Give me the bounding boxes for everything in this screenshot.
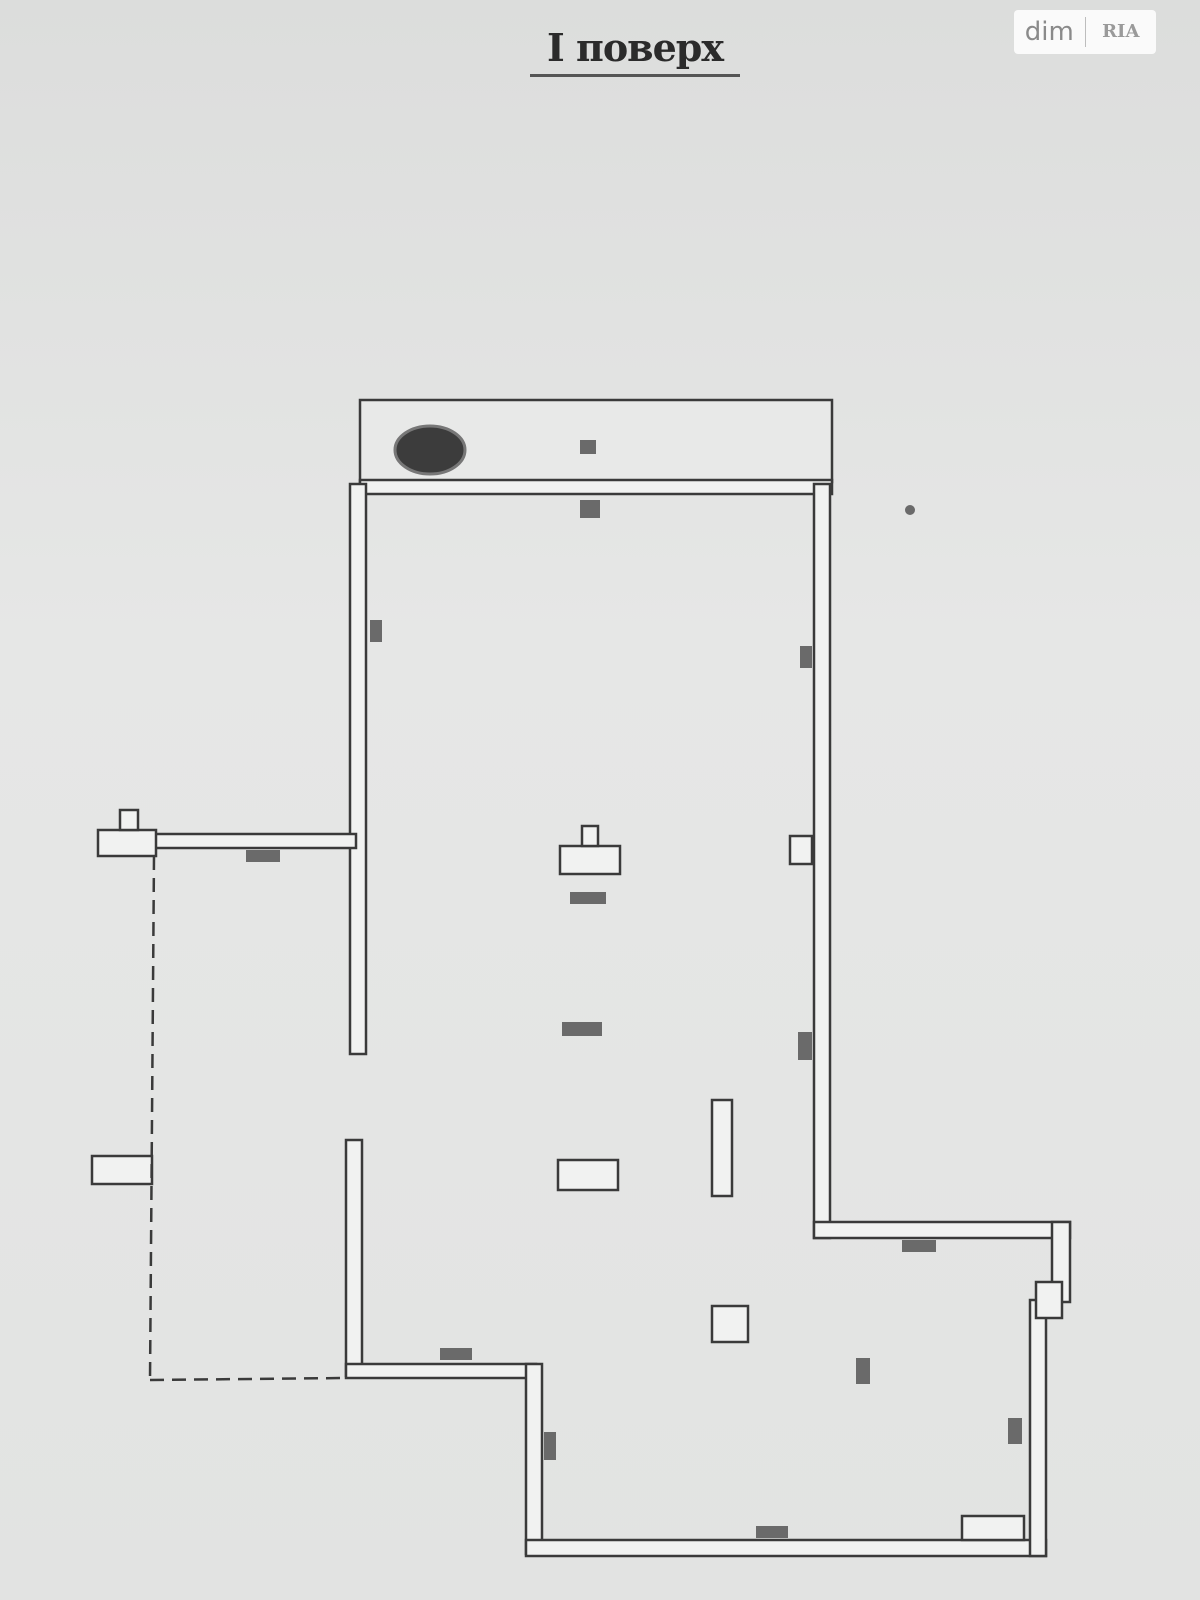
wall-bottom-left bbox=[344, 1362, 538, 1380]
fixture-center-top-knob bbox=[580, 824, 600, 848]
wall-left-annex-side bbox=[90, 1154, 154, 1186]
dim-mark-10 bbox=[440, 1348, 472, 1360]
wall-right-step-corner bbox=[1034, 1280, 1064, 1320]
wall-left-lower bbox=[344, 1138, 364, 1378]
fixture-square bbox=[710, 1304, 750, 1344]
wall-right-step bbox=[812, 1220, 1072, 1240]
watermark-dim: dim bbox=[1014, 17, 1086, 47]
dim-mark-9 bbox=[902, 1240, 936, 1252]
dim-mark-4 bbox=[800, 646, 812, 668]
fixture-vertical bbox=[710, 1098, 734, 1198]
dim-mark-11 bbox=[856, 1358, 870, 1384]
wall-bottom bbox=[524, 1538, 1048, 1558]
dim-mark-dot bbox=[905, 505, 915, 515]
fixture-center-top bbox=[558, 844, 622, 876]
wall-top bbox=[358, 478, 834, 496]
dim-mark-12 bbox=[544, 1432, 556, 1460]
boiler-icon bbox=[393, 424, 467, 476]
fixture-bottom-right bbox=[960, 1514, 1026, 1542]
dim-mark-14 bbox=[756, 1526, 788, 1538]
dim-ria-watermark: dim RIA bbox=[1014, 10, 1156, 54]
wall-left-upper bbox=[348, 482, 368, 1056]
dim-mark-3 bbox=[370, 620, 382, 642]
fixture-right-wall bbox=[788, 834, 814, 866]
fixture-center-mid bbox=[556, 1158, 620, 1192]
dim-mark-7 bbox=[562, 1022, 602, 1036]
annex-dashed-bottom bbox=[149, 1376, 347, 1382]
wall-step-vertical bbox=[524, 1362, 544, 1556]
watermark-ria: RIA bbox=[1102, 21, 1140, 42]
dim-mark-5 bbox=[246, 850, 280, 862]
dim-mark-13 bbox=[1008, 1418, 1022, 1444]
wall-right-lower bbox=[1028, 1298, 1048, 1558]
wall-right bbox=[812, 482, 832, 1240]
dim-mark-2 bbox=[580, 500, 600, 518]
dim-mark-1 bbox=[580, 440, 596, 454]
dim-mark-8 bbox=[798, 1032, 812, 1060]
floor-title: I поверх bbox=[530, 22, 740, 77]
wall-left-annex-top bbox=[148, 832, 358, 850]
dim-mark-6 bbox=[570, 892, 606, 904]
wall-left-annex-stub bbox=[118, 808, 140, 832]
annex-dashed-left bbox=[148, 855, 156, 1381]
wall-left-annex-block bbox=[96, 828, 158, 858]
